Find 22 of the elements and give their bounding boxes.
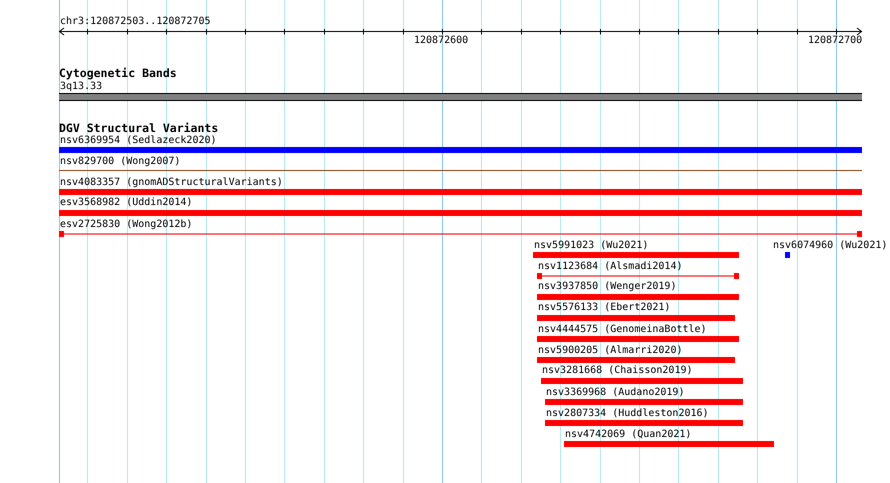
feature-label: nsv5576133 (Ebert2021) [538,302,670,313]
track-title: Cytogenetic Bands [59,67,177,80]
feature-label: nsv1123684 (Alsmadi2014) [538,260,682,272]
feature-label: nsv5900205 (Almarri2020) [538,344,682,356]
feature-label: nsv4444575 (GenomeinaBottle) [538,324,707,334]
feature-label: nsv4742069 (Quan2021) [565,428,692,440]
feature-label: nsv3369968 (Audano2019) [546,386,684,398]
feature-label: nsv5991023 (Wu2021) [534,240,648,250]
tick-label: 120872600 [414,34,468,46]
feature-label: nsv4083357 (gnomADStructuralVariants) [60,177,283,188]
feature-label: esv3568982 (Uddin2014) [60,197,192,208]
feature-label: nsv2807334 (Huddleston2016) [546,408,709,418]
band-label: 3q13.33 [60,81,102,92]
feature-label: esv2725830 (Wong2012b) [60,218,192,230]
feature-label: nsv3281668 (Chaisson2019) [542,365,693,376]
feature-label: nsv829700 (Wong2007) [60,156,180,167]
feature-label: nsv6074960 (Wu2021) [773,240,888,250]
location-label: chr3:120872503..120872705 [60,16,211,26]
tick-label: 120872700 [808,34,862,46]
feature-label: nsv3937850 (Wenger2019) [538,281,676,292]
feature-label: nsv6369954 (Sedlazeck2020) [60,134,217,146]
track-title: DGV Structural Variants [59,122,218,135]
